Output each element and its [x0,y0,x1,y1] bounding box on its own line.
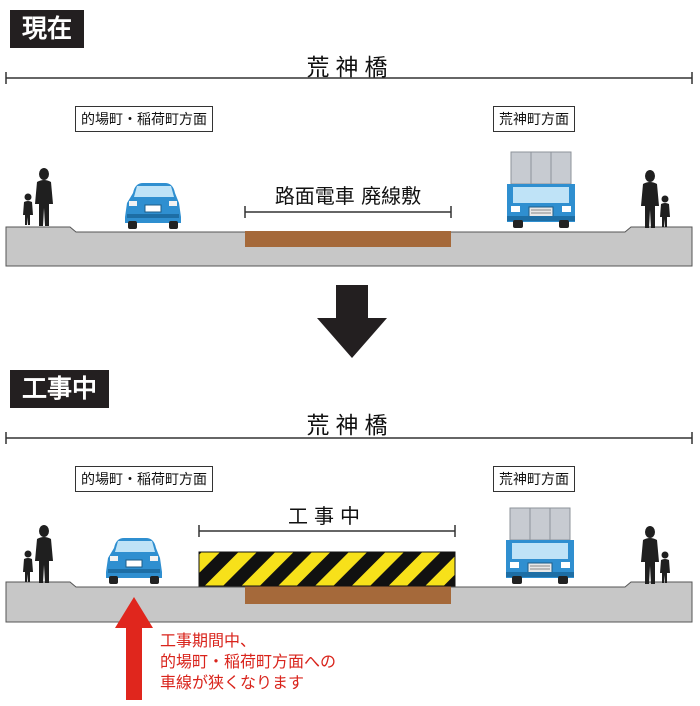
status-badge-current: 現在 [10,10,85,48]
pedestrian-adult-icon [641,526,659,584]
direction-label-right: 荒神町方面 [493,466,575,492]
truck-icon [505,507,575,585]
pedestrian-child-icon [660,551,670,583]
note-line: 的場町・稲荷町方面への [160,652,337,671]
pedestrian-child-icon [660,195,670,227]
car-icon [124,182,182,230]
center-label: 工事中 [288,504,366,528]
section-construction-scene [5,432,693,700]
rail-bed [245,586,451,604]
bridge-title: 荒神橋 [306,55,394,81]
down-arrow-icon [317,285,387,358]
direction-label-left: 的場町・稲荷町方面 [75,106,213,132]
pedestrian-adult-icon [641,170,659,228]
status-badge-construction: 工事中 [10,370,110,408]
car-icon [105,537,163,585]
note-line: 工事期間中、 [160,631,257,650]
construction-note: 工事期間中、 的場町・稲荷町方面への 車線が狭くなります [160,630,336,693]
bridge-title: 荒神橋 [306,413,394,439]
direction-label-right: 荒神町方面 [493,106,575,132]
center-label: 路面電車 廃線敷 [274,184,422,208]
up-arrow-icon [115,597,153,700]
pedestrian-child-icon [23,550,33,582]
direction-label-left: 的場町・稲荷町方面 [75,466,213,492]
pedestrian-adult-icon [35,168,53,226]
note-line: 車線が狭くなります [160,673,305,692]
pedestrian-child-icon [23,193,33,225]
rail-bed [245,231,451,247]
truck-icon [506,151,576,229]
pedestrian-adult-icon [35,525,53,583]
section-current-scene [5,72,693,267]
construction-barrier [198,551,456,587]
